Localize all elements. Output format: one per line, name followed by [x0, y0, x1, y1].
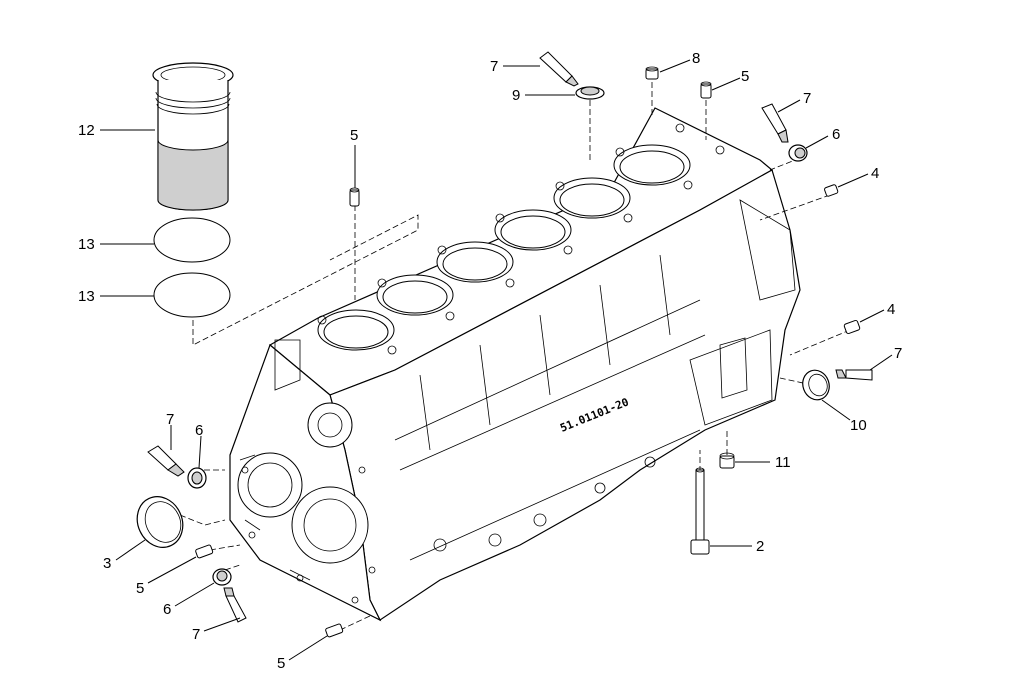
callout-7-top: 7: [490, 58, 498, 75]
callout-3: 3: [103, 555, 111, 572]
callout-4-mid: 4: [887, 301, 895, 318]
callout-5-top-left: 5: [350, 127, 358, 144]
callout-12: 12: [78, 122, 95, 139]
seal-cover-3: [136, 496, 184, 548]
callout-9: 9: [512, 87, 520, 104]
bottom-details: [433, 456, 656, 552]
dowel-pin-left: [195, 544, 214, 559]
side-ribs: [394, 199, 796, 561]
callout-8: 8: [692, 50, 700, 67]
leader-lines: [100, 59, 893, 661]
seal-cup-right-top: [788, 144, 808, 162]
callout-7-right-top: 7: [803, 90, 811, 107]
cylinder-bores: [317, 144, 691, 351]
dowel-pin-top: [349, 187, 360, 207]
callout-labels: 12 13 13 5 7 9 8 5 7 6 4 4 7 10 11 2 7 6…: [78, 50, 902, 672]
seal-ring-2: [153, 272, 231, 318]
plug-top: [645, 66, 659, 80]
callout-5-bottom: 5: [277, 655, 285, 672]
callout-13-a: 13: [78, 236, 95, 253]
callout-5-top-right: 5: [741, 68, 749, 85]
callout-4-top: 4: [871, 165, 879, 182]
dowel-pin-bottom: [325, 623, 344, 638]
bolt-2: [690, 467, 710, 555]
sealant-tube-bottom: [223, 587, 247, 623]
callout-7-left: 7: [166, 411, 174, 428]
callout-13-b: 13: [78, 288, 95, 305]
seal-ring-1: [153, 217, 231, 263]
sealant-tube-top: [539, 51, 579, 87]
dowel-pin-top-right: [700, 81, 712, 99]
seal-ring-10: [802, 369, 830, 401]
callout-6-right-top: 6: [832, 126, 840, 143]
callout-10: 10: [850, 417, 867, 434]
callout-2: 2: [756, 538, 764, 555]
seal-cup-top: [575, 86, 605, 100]
seal-cup-bottom: [212, 568, 232, 586]
sealant-tube-right-top: [761, 103, 789, 143]
dowel-4-mid: [843, 319, 861, 335]
callout-6-left: 6: [195, 422, 203, 439]
sealant-tube-right-mid: [835, 369, 873, 381]
callout-7-bottom: 7: [192, 626, 200, 643]
seal-cup-left: [187, 467, 207, 489]
nut-11: [719, 452, 735, 469]
callout-6-bottom: 6: [163, 601, 171, 618]
cylinder-liner: [152, 62, 234, 211]
callout-5-left: 5: [136, 580, 144, 597]
deck-bolt-holes: [317, 123, 725, 355]
engine-block: 51.01101-20: [229, 107, 801, 622]
callout-11: 11: [775, 454, 791, 471]
sealant-tube-left: [147, 445, 185, 477]
callout-7-right-mid: 7: [894, 345, 902, 362]
dowel-4-top: [824, 184, 839, 197]
front-face-details: [237, 339, 376, 604]
